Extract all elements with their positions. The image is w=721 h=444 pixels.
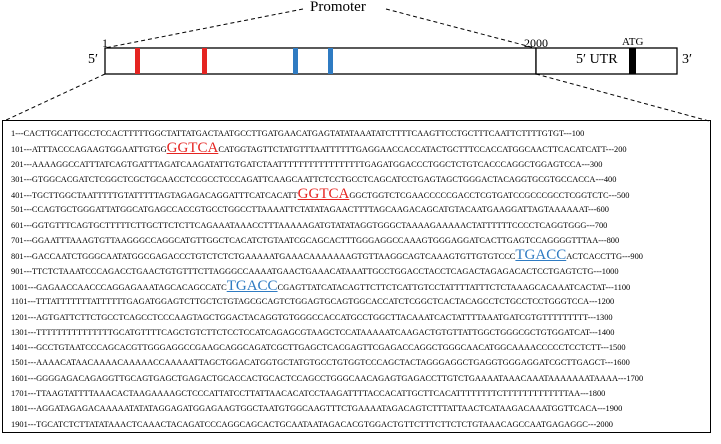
promoter-bar: [104, 47, 537, 75]
sequence-line: 1801---AGGATAGAGACAAAAATATATAGGAGATGGAGA…: [11, 401, 706, 416]
position-start-label: 1: [102, 36, 108, 50]
sequence-line: 1001---GAGAACCAACCCAGGAGAAATAGCACAGCCATC…: [11, 277, 706, 294]
sequence-text: 1701---TTAAGTATTTTAAACACTAAGAAAAGCTCCCAT…: [11, 389, 606, 399]
sequence-text: 1101---TTTATTTTTTTATTTTTTGAGATGGAGTCTTGC…: [11, 297, 615, 307]
utr-bar: [535, 47, 678, 75]
sequence-text: 201---AAAAGGCCATTTATCAGTGATTTAGATCAAGATA…: [11, 159, 603, 169]
sequence-text: 901---TTCTCTAAATCCCAGACCTGAACTGTGTTTCTTA…: [11, 266, 619, 276]
tgacc-motif: TGACC: [515, 247, 567, 264]
gene-schematic: [3, 8, 710, 122]
sequence-line: 1901---TGCATCTCTTATATAAACTCAAACTACAGATCC…: [11, 417, 706, 432]
position-end-label: 2000: [524, 36, 548, 50]
sequence-line: 901---TTCTCTAAATCCCAGACCTGAACTGTGTTTCTTA…: [11, 264, 706, 279]
tgacc-motif: TGACC: [226, 277, 278, 294]
sequence-line: 1---CACTTGCATTGCCTCCACTTTTTGGCTATTATGACT…: [11, 126, 706, 141]
sequence-text: ACTCACCTTG---900: [566, 252, 643, 262]
sequence-text: 101---ATTTACCCAGAAGTGGAATTGTGG: [11, 145, 167, 155]
sequence-text: 1801---AGGATAGAGACAAAAATATATAGGAGATGGAGA…: [11, 404, 623, 414]
sequence-text: 501---CCAGTGCTGGGATTATGGCATGAGCCACCGTGCC…: [11, 205, 609, 215]
sequence-text: CATGGTAGTTCTATGTTTAATTTTTTGAGGAACCACCATA…: [218, 145, 627, 155]
sequence-text: 301---GTGGCACGATCTCGGCTCGCTGCAACCTCCGCCT…: [11, 174, 617, 184]
sequence-text: 1---CACTTGCATTGCCTCCACTTTTTGGCTATTATGACT…: [11, 129, 585, 138]
promoter-label: Promoter: [310, 0, 366, 15]
sequence-line: 1601---GGGGAGACAGAGGTTGCAGTGAGCTGAGACTGC…: [11, 371, 706, 386]
sequence-text: 401---TGCTTGGCTAATTTTTGTATTTTTAGTAGAGACA…: [11, 191, 298, 201]
sequence-text: 701---GGAATTTAAAGTGTTAAGGGCCAGGCATGTTGGC…: [11, 236, 620, 246]
three-prime-label: 3′: [682, 52, 693, 67]
sequence-text: 1201---AGTGATTCTTCTGCCTCAGCCTCCCAAGTAGCT…: [11, 312, 613, 322]
sequence-line: 401---TGCTTGGCTAATTTTTGTATTTTTAGTAGAGACA…: [11, 186, 706, 203]
sequence-text: CGAGTTATCATACAGTTCTTCTCATTGTCCTATTTTATTT…: [277, 282, 631, 292]
sequence-line: 1701---TTAAGTATTTTAAACACTAAGAAAAGCTCCCAT…: [11, 386, 706, 401]
expand-dash-right: [535, 73, 710, 122]
sequence-text: 801---GACCAATCTGGGCAATATGGCGAGACCCTGTCTC…: [11, 252, 516, 262]
promoter-dash-right: [385, 8, 536, 49]
sequence-text: 1001---GAGAACCAACCCAGGAGAAATAGCACAGCCATC: [11, 282, 227, 292]
sequence-line: 1201---AGTGATTCTTCTGCCTCAGCCTCCCAAGTAGCT…: [11, 310, 706, 325]
ggtca-motif: GGTCA: [297, 186, 350, 203]
ggtca-marker: [202, 48, 207, 74]
ggtca-motif: GGTCA: [166, 140, 219, 157]
sequence-text: 601---GGTGTTTCAGTGCTTTTTCTTGCTTCTCTTCAGA…: [11, 220, 608, 230]
sequence-line: 101---ATTTACCCAGAAGTGGAATTGTGGGGTCACATGG…: [11, 140, 706, 157]
sequence-line: 801---GACCAATCTGGGCAATATGGCGAGACCCTGTCTC…: [11, 247, 706, 264]
sequence-text: 1501---AAAACATAACAAAACAAAAACCAAAAATTAGCT…: [11, 358, 630, 368]
sequence-text: 1901---TGCATCTCTTATATAAACTCAAACTACAGATCC…: [11, 419, 613, 429]
sequence-line: 501---CCAGTGCTGGGATTATGGCATGAGCCACCGTGCC…: [11, 202, 706, 217]
atg-marker: [629, 48, 636, 74]
sequence-line: 701---GGAATTTAAAGTGTTAAGGGCCAGGCATGTTGGC…: [11, 233, 706, 248]
sequence-line: 1101---TTTATTTTTTTATTTTTTGAGATGGAGTCTTGC…: [11, 294, 706, 309]
sequence-text: 1601---GGGGAGACAGAGGTTGCAGTGAGCTGAGACTGC…: [11, 373, 644, 383]
expand-dash-left: [3, 73, 106, 122]
sequence-line: 1301---TTTTTTTTTTTTTTTGCATGTTTTCAGCTGTCT…: [11, 325, 706, 340]
five-prime-label: 5′: [88, 52, 99, 67]
utr-label: 5′ UTR: [576, 52, 618, 67]
sequence-line: 601---GGTGTTTCAGTGCTTTTTCTTGCTTCTCTTCAGA…: [11, 218, 706, 233]
promoter-dash-left: [104, 8, 304, 49]
atg-label: ATG: [622, 36, 644, 48]
ggtca-marker: [135, 48, 140, 74]
tgacc-marker: [293, 48, 298, 74]
sequence-text: 1301---TTTTTTTTTTTTTTTGCATGTTTTCAGCTGTCT…: [11, 327, 615, 337]
sequence-text: GGCTGGTCTCGAACCCCCGACCTCGTGATCCGCCCGCCTC…: [349, 191, 630, 201]
motif-markers: [135, 48, 333, 74]
tgacc-marker: [328, 48, 333, 74]
sequence-text: 1401---GCCTGTAATCCCAGCACGTTGGGAGGCCGAAGC…: [11, 343, 626, 353]
sequence-line: 1401---GCCTGTAATCCCAGCACGTTGGGAGGCCGAAGC…: [11, 340, 706, 355]
sequence-line: 1501---AAAACATAACAAAACAAAAACCAAAAATTAGCT…: [11, 355, 706, 370]
sequence-line: 201---AAAAGGCCATTTATCAGTGATTTAGATCAAGATA…: [11, 157, 706, 172]
sequence-line: 301---GTGGCACGATCTCGGCTCGCTGCAACCTCCGCCT…: [11, 172, 706, 187]
sequence-lines: 1---CACTTGCATTGCCTCCACTTTTTGGCTATTATGACT…: [11, 126, 706, 432]
sequence-box: 1---CACTTGCATTGCCTCCACTTTTTGGCTATTATGACT…: [2, 120, 711, 433]
